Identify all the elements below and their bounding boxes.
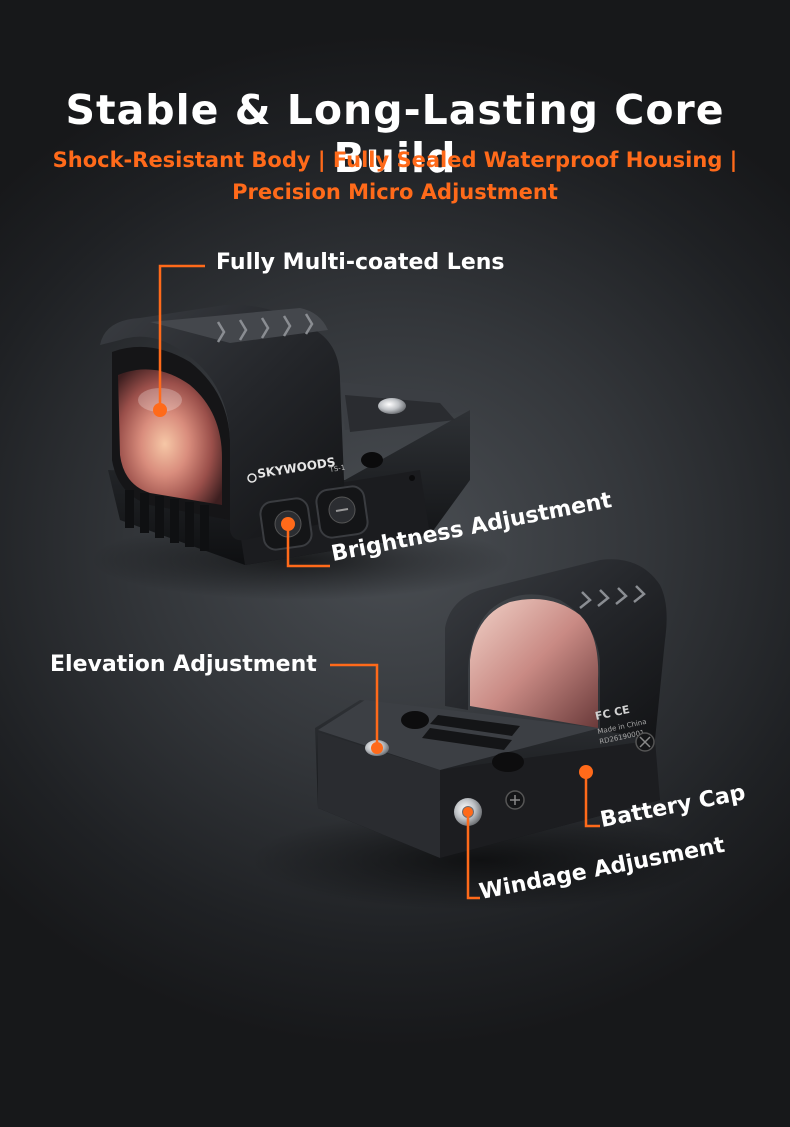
svg-text:TS-1: TS-1	[328, 464, 346, 475]
elevation-callout-line	[330, 663, 379, 748]
battery-callout-line	[584, 772, 600, 828]
sight-top: SKYWOODS TS-1	[90, 304, 510, 600]
lens-callout-line	[158, 264, 205, 410]
callout-lens-label: Fully Multi-coated Lens	[216, 250, 505, 275]
callout-elevation-label: Elevation Adjustment	[50, 652, 317, 677]
brightness-callout-line	[286, 524, 330, 568]
callout-lines	[158, 264, 600, 900]
page-title: Stable & Long-Lasting Core Build	[65, 86, 725, 182]
callout-dots	[153, 403, 593, 817]
page-subtitle-line1: Shock-Resistant Body | Fully Sealed Wate…	[52, 148, 738, 172]
elevation-screw-top	[378, 398, 406, 414]
sight-bottom: FC CE Made in China RD26190001	[250, 559, 710, 910]
certification-marks: FC CE Made in China RD26190001	[594, 703, 647, 746]
page-subtitle-line2: Precision Micro Adjustment	[232, 180, 558, 204]
windage-callout-line	[466, 812, 480, 900]
